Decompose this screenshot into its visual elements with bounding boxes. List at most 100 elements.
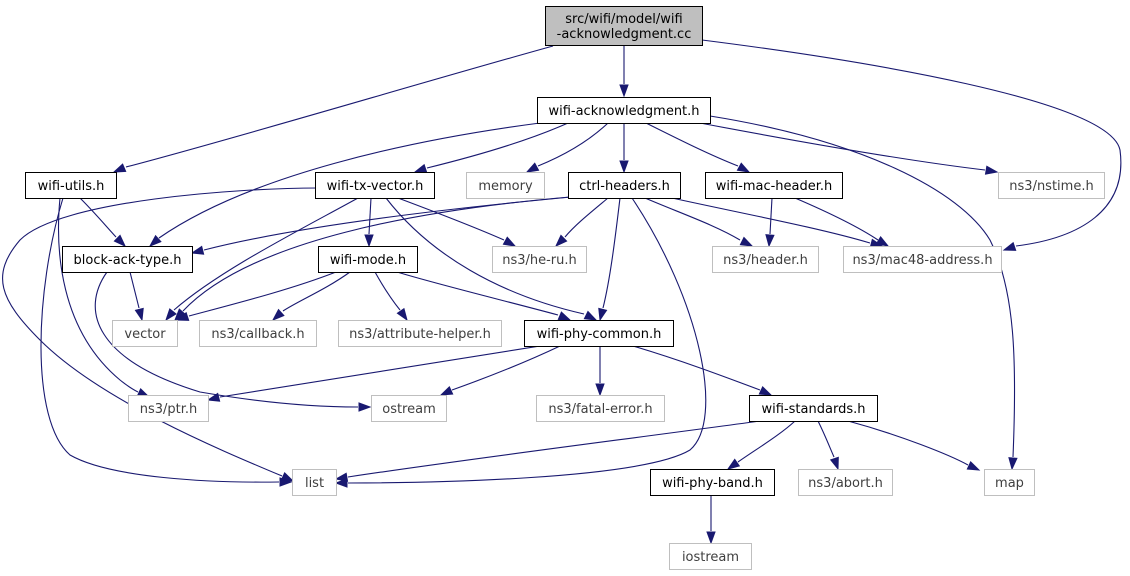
arrowhead (271, 308, 285, 321)
edge-wifi-phy-common-to-ostream (439, 345, 561, 396)
node-box (712, 246, 819, 273)
node-block-ack-type[interactable]: block-ack-type.h (62, 246, 193, 273)
arrowhead (984, 165, 999, 175)
node-nstime: ns3/nstime.h (998, 172, 1105, 199)
node-box (705, 172, 843, 199)
arrowhead (413, 163, 428, 173)
node-root[interactable]: src/wifi/model/wifi-acknowledgment.cc (545, 6, 703, 46)
arrowhead (525, 162, 540, 173)
edge-ctrl-headers-to-he-ru (554, 197, 609, 248)
node-map: map (984, 469, 1035, 496)
edge-wifi-acknowledgment-to-ctrl-headers (619, 123, 629, 174)
node-label: ns3/header.h (723, 253, 808, 268)
edge-line (737, 420, 796, 463)
edge-line (347, 197, 707, 484)
edge-line (699, 122, 986, 171)
node-label: wifi-phy-band.h (662, 476, 763, 491)
edge-wifi-tx-vector-to-wifi-mode (364, 197, 374, 248)
node-wifi-acknowledgment[interactable]: wifi-acknowledgment.h (537, 97, 711, 124)
edge-line (282, 271, 351, 312)
node-box (536, 395, 665, 422)
node-box (998, 172, 1105, 199)
node-wifi-mode[interactable]: wifi-mode.h (318, 246, 418, 273)
edge-wifi-phy-common-to-fatal-error (595, 346, 605, 397)
edge-wifi-standards-to-abort (817, 420, 839, 471)
node-label: wifi-mode.h (330, 253, 406, 268)
node-box (318, 246, 418, 273)
arrowhead (113, 234, 127, 248)
edge-line (396, 271, 559, 316)
node-box (650, 469, 775, 496)
node-ctrl-headers[interactable]: ctrl-headers.h (568, 172, 681, 199)
edge-line (347, 420, 761, 478)
node-wifi-mac-header[interactable]: wifi-mac-header.h (705, 172, 843, 199)
node-box (537, 97, 711, 124)
edge-line (385, 197, 585, 315)
node-label: ns3/fatal-error.h (548, 402, 652, 417)
edge-line (129, 271, 140, 309)
node-label: ns3/nstime.h (1009, 179, 1093, 194)
edge-line (397, 197, 505, 241)
node-list: list (292, 469, 337, 496)
edge-wifi-acknowledgment-to-block-ack-type (148, 122, 541, 247)
edge-line (701, 39, 1122, 247)
edge-line (188, 271, 337, 317)
node-wifi-utils[interactable]: wifi-utils.h (25, 172, 117, 199)
edge-wifi-acknowledgment-to-map (709, 115, 1018, 471)
node-memory: memory (466, 172, 545, 199)
node-callback: ns3/callback.h (199, 320, 317, 347)
edge-line (58, 197, 139, 393)
node-label: src/wifi/model/wifi (565, 12, 682, 27)
node-label: -acknowledgment.cc (557, 27, 692, 42)
edge-wifi-mode-to-vector (175, 271, 337, 321)
edges-layer (2, 39, 1122, 545)
node-label: ns3/callback.h (211, 327, 304, 342)
edge-line (769, 197, 773, 235)
node-wifi-standards[interactable]: wifi-standards.h (749, 395, 878, 422)
node-label: wifi-standards.h (762, 402, 866, 417)
node-label: ns3/mac48-address.h (852, 253, 992, 268)
edge-ctrl-headers-to-header (644, 197, 754, 247)
edge-line (847, 420, 969, 466)
edge-line (125, 45, 554, 168)
edge-wifi-tx-vector-to-list (2, 187, 319, 482)
node-vector: vector (112, 320, 178, 347)
edge-root-to-mac48-address (701, 39, 1122, 251)
edge-ctrl-headers-to-wifi-phy-common (598, 197, 621, 322)
edge-wifi-acknowledgment-to-wifi-mac-header (645, 122, 751, 173)
arrowhead (148, 234, 162, 247)
arrowhead (334, 472, 349, 482)
edge-line (374, 271, 401, 311)
node-label: wifi-phy-common.h (537, 327, 662, 342)
node-label: ns3/ptr.h (140, 402, 198, 417)
edge-root-to-wifi-acknowledgment (619, 46, 629, 98)
node-label: list (305, 476, 324, 491)
node-wifi-phy-common[interactable]: wifi-phy-common.h (524, 320, 674, 347)
arrowhead (758, 385, 773, 396)
node-label: block-ack-type.h (74, 253, 182, 268)
edge-wifi-phy-common-to-wifi-standards (632, 345, 773, 396)
arrowhead (619, 160, 629, 174)
edge-line (645, 122, 739, 167)
edge-wifi-phy-common-to-ptr (206, 345, 541, 402)
edge-line (40, 197, 280, 483)
edge-line (219, 345, 541, 398)
arrowhead (739, 236, 754, 247)
node-box (843, 246, 1002, 273)
edge-block-ack-type-to-ostream (94, 271, 372, 412)
node-label: ns3/attribute-helper.h (349, 327, 491, 342)
edge-wifi-tx-vector-to-he-ru (397, 197, 517, 247)
arrowhead (829, 456, 839, 471)
node-box (749, 395, 878, 422)
arrowhead (112, 163, 127, 173)
edge-wifi-mac-header-to-mac48-address (794, 197, 890, 247)
node-wifi-tx-vector[interactable]: wifi-tx-vector.h (315, 172, 435, 199)
node-label: vector (124, 327, 166, 342)
edge-wifi-acknowledgment-to-nstime (699, 122, 999, 175)
node-label: wifi-mac-header.h (716, 179, 833, 194)
edge-root-to-wifi-utils (112, 45, 554, 173)
node-wifi-phy-band[interactable]: wifi-phy-band.h (650, 469, 775, 496)
arrowhead (175, 311, 190, 321)
node-label: ostream (382, 402, 436, 417)
node-box (545, 6, 703, 46)
